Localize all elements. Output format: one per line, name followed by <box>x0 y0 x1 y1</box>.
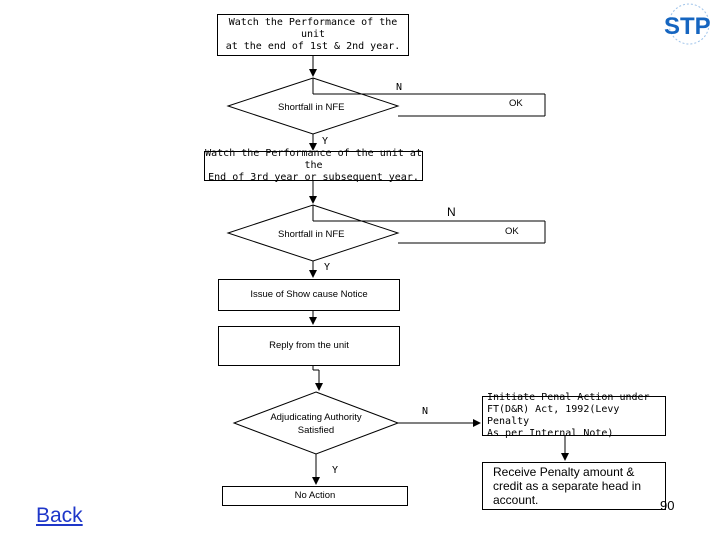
ok2-label: OK <box>505 226 519 237</box>
no-action-text: No Action <box>294 490 336 501</box>
show-cause-text: Issue of Show cause Notice <box>250 289 368 300</box>
n3-label: N <box>422 406 429 417</box>
y2-label: Y <box>324 262 331 273</box>
watch3-line1: Watch the Performance of the unit at the <box>205 148 422 171</box>
penal-action-box: Initiate Penal Action under FT(D&R) Act,… <box>482 392 666 439</box>
adjud-label: Adjudicating Authority Satisfied <box>256 411 376 437</box>
n1-label: N <box>396 82 403 93</box>
page-number: 90 <box>660 498 675 513</box>
penal-line3: As per Internal Note) <box>487 428 614 439</box>
no-action-box: No Action <box>222 486 408 506</box>
reply-from-unit-box: Reply from the unit <box>218 326 400 366</box>
penal-line1: Initiate Penal Action under <box>487 392 650 403</box>
shortfall2-label: Shortfall in NFE <box>278 229 345 240</box>
receive-line1: Receive Penalty amount & <box>493 465 635 479</box>
shortfall1-label: Shortfall in NFE <box>278 102 345 113</box>
watch12-line1: Watch the Performance of the unit <box>228 17 398 40</box>
watch3-line2: End of 3rd year or subsequent year. <box>208 172 419 183</box>
n2-label: N <box>447 205 456 219</box>
reply-text: Reply from the unit <box>269 340 349 351</box>
receive-penalty-box: Receive Penalty amount & credit as a sep… <box>482 462 666 510</box>
stp-logo-icon: STP <box>664 3 711 45</box>
back-link[interactable]: Back <box>36 504 83 527</box>
watch12-line2: at the end of 1st & 2nd year. <box>225 41 401 52</box>
logo-text: STP <box>664 13 711 40</box>
adjud-line2: Satisfied <box>297 425 335 436</box>
adjud-line1: Adjudicating Authority <box>270 412 362 423</box>
y1-label: Y <box>322 136 329 147</box>
y3-label: Y <box>332 465 339 476</box>
penal-line2: FT(D&R) Act, 1992(Levy Penalty <box>487 404 620 427</box>
watch-performance-3-year-box: Watch the Performance of the unit at the… <box>204 148 423 183</box>
ok1-label: OK <box>509 98 523 109</box>
show-cause-notice-box: Issue of Show cause Notice <box>218 279 400 311</box>
receive-line3: account. <box>493 493 539 507</box>
watch-performance-1-2-year-box: Watch the Performance of the unit at the… <box>217 14 409 56</box>
receive-line2: credit as a separate head in <box>493 479 642 493</box>
